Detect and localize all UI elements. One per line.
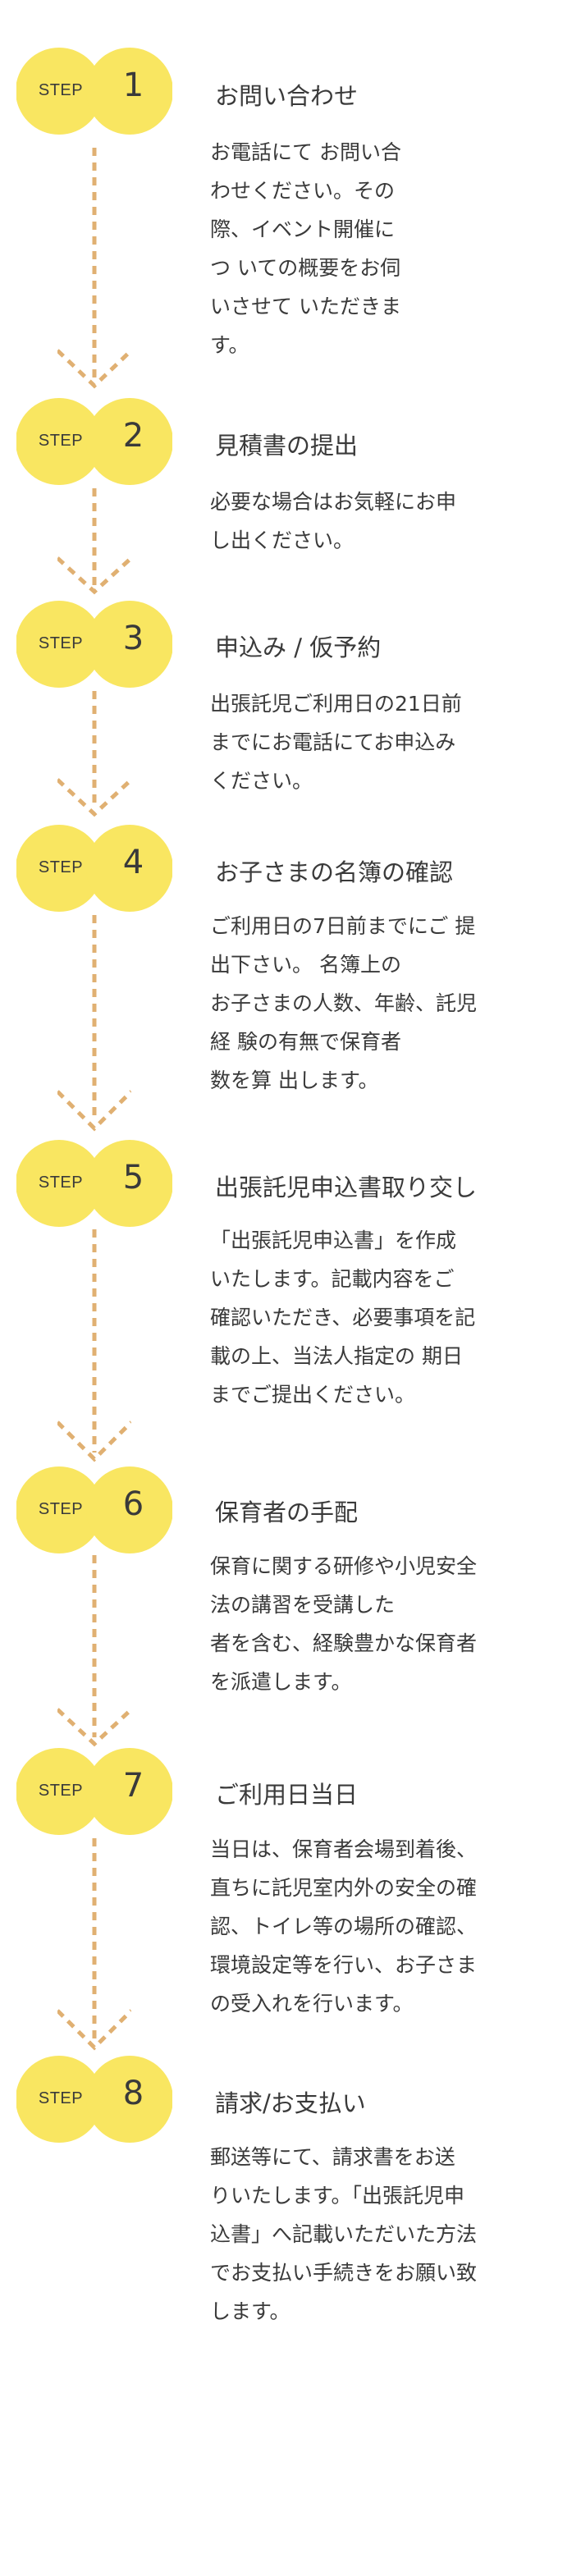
step-number: 2 <box>122 417 144 455</box>
step-badge-circles <box>16 1466 172 1553</box>
step-badge-circles <box>16 398 172 485</box>
step-badge: STEP 4 <box>16 823 172 913</box>
step-badge-circles <box>16 1140 172 1227</box>
step-label: STEP <box>38 2089 84 2107</box>
step-label: STEP <box>38 634 84 652</box>
step-label: STEP <box>38 858 84 876</box>
step-description: 当日は、保育者会場到着後、直ちに託児室内外の安全の確認、トイレ等の場所の確認、環… <box>210 1837 478 2016</box>
step-label: STEP <box>38 432 84 450</box>
step-title: 申込み / 仮予約 <box>215 634 382 661</box>
step-label: STEP <box>38 1782 84 1800</box>
step-badge-circles <box>16 601 172 688</box>
step-title: 見積書の提出 <box>215 432 359 460</box>
step-badge-circles <box>16 1748 172 1835</box>
step-number: 7 <box>122 1767 144 1805</box>
step-title: お子さまの名簿の確認 <box>215 858 454 886</box>
step-number: 4 <box>122 844 144 881</box>
step-description: 郵送等にて、請求書をお送りいたします。「出張託児申込書」へ記載いただいた方法でお… <box>210 2145 478 2323</box>
step-badge: STEP 1 <box>16 46 172 136</box>
step-description: 「出張託児申込書」を作成いたします。記載内容をご確認いただき、必要事項を記載の上… <box>210 1229 476 1407</box>
step-connector <box>57 1838 131 2056</box>
step-description: 必要な場合はお気軽にお申し出ください。 <box>210 490 457 552</box>
step-badge-circles <box>16 2056 172 2143</box>
step-label: STEP <box>38 81 84 99</box>
step-connector <box>57 1555 131 1752</box>
step-badge: STEP 2 <box>16 396 172 487</box>
step-connector <box>57 488 131 599</box>
step-title: 保育者の手配 <box>215 1498 359 1526</box>
step-title: お問い合わせ <box>215 82 359 110</box>
step-number: 5 <box>122 1159 144 1196</box>
step-label: STEP <box>38 1500 84 1518</box>
step-number: 6 <box>122 1485 144 1523</box>
step-badge: STEP 5 <box>16 1138 172 1229</box>
step-connector <box>57 915 131 1137</box>
step-connector <box>57 148 131 394</box>
step-badge: STEP 7 <box>16 1746 172 1837</box>
step-description: 保育に関する研修や小児安全法の講習を受講した者を含む、経験豊かな保育者を派遣しま… <box>210 1554 478 1694</box>
step-connector <box>57 1229 131 1467</box>
step-title: 出張託児申込書取り交し <box>215 1174 478 1201</box>
step-label: STEP <box>38 1174 84 1192</box>
step-title: 請求/お支払い <box>215 2089 366 2117</box>
step-description: ご利用日の7日前までにご 提出下さい。 名簿上のお子さまの人数、年齢、託児経 験… <box>210 914 478 1092</box>
step-badge: STEP 8 <box>16 2054 172 2144</box>
step-badge: STEP 3 <box>16 599 172 689</box>
step-badge-circles <box>16 48 172 135</box>
step-number: 3 <box>122 620 144 657</box>
step-description: 出張託児ご利用日の21日前までにお電話にてお申込みください。 <box>210 692 462 793</box>
step-number: 8 <box>122 2075 144 2112</box>
step-badge: STEP 6 <box>16 1465 172 1555</box>
step-number: 1 <box>122 66 144 104</box>
step-connector <box>57 691 131 822</box>
step-title: ご利用日当日 <box>215 1781 359 1809</box>
step-description: お電話にて お問い合わせください。その際、イベント開催につ いての概要をお伺いさ… <box>210 140 401 357</box>
step-badge-circles <box>16 825 172 912</box>
